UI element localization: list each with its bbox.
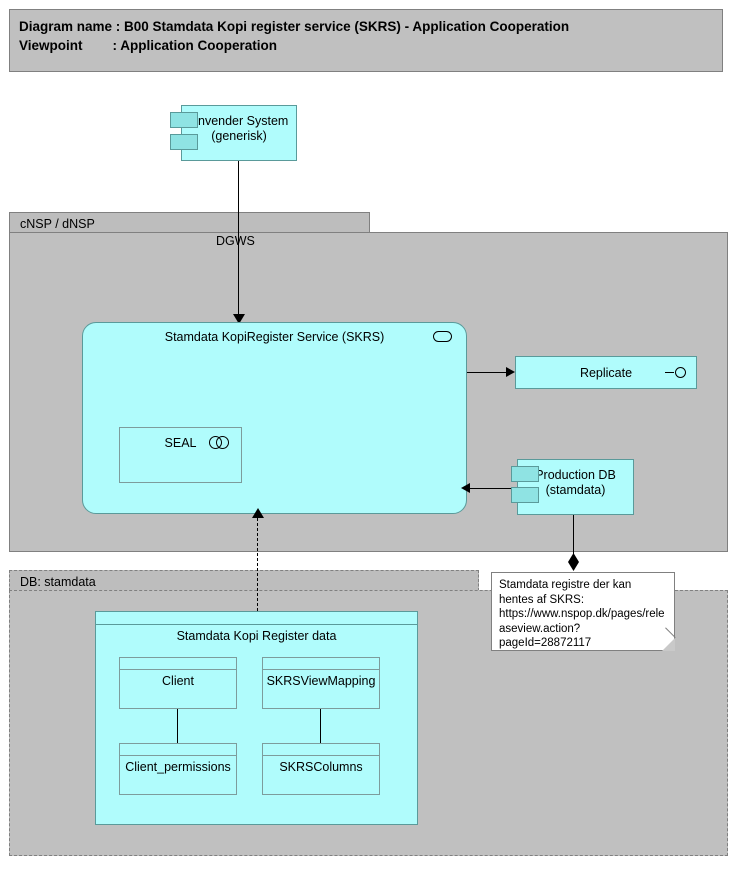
- node-skrs-service-label: Stamdata KopiRegister Service (SKRS): [164, 330, 385, 344]
- note-text: Stamdata registre der kan hentes af SKRS…: [499, 579, 665, 649]
- component-tab-icon: [511, 487, 539, 503]
- node-skrs-columns-label: SKRSColumns: [279, 760, 363, 774]
- node-skrs-view-mapping-label: SKRSViewMapping: [266, 674, 376, 688]
- application-service-icon: [433, 331, 452, 342]
- component-tab-icon: [511, 466, 539, 482]
- connector-dgws-arrowhead: [233, 314, 245, 324]
- diagram-header: Diagram name : B00 Stamdata Kopi registe…: [9, 9, 723, 72]
- entity-strip: [263, 658, 379, 670]
- viewpoint-line: Viewpoint : Application Cooperation: [19, 38, 278, 53]
- node-anvender-system[interactable]: Anvender System (generisk): [181, 105, 297, 161]
- note-stamdata-registre[interactable]: Stamdata registre der kan hentes af SKRS…: [491, 572, 676, 651]
- connector-realization-arrowhead: [252, 508, 264, 518]
- node-anvender-system-label: Anvender System (generisk): [189, 114, 289, 143]
- interface-lollipop-icon: [675, 367, 686, 378]
- node-skr-data[interactable]: Stamdata Kopi Register data Client SKRSV…: [95, 611, 418, 825]
- node-seal-label: SEAL: [164, 436, 197, 450]
- node-replicate[interactable]: Replicate: [515, 356, 697, 389]
- connector-skrs-replicate-line: [467, 372, 510, 373]
- component-tab-icon: [170, 134, 198, 150]
- connector-dgws-line: [238, 161, 239, 316]
- component-tab-icon: [170, 112, 198, 128]
- connector-realization-dashed-line: [257, 518, 258, 611]
- entity-strip: [263, 744, 379, 756]
- group-label-db-stamdata: DB: stamdata: [20, 575, 96, 589]
- node-seal[interactable]: SEAL: [119, 427, 242, 483]
- node-replicate-label: Replicate: [579, 366, 633, 380]
- node-skr-data-label: Stamdata Kopi Register data: [176, 629, 337, 643]
- connector-skrs-columns-line: [320, 709, 321, 754]
- collaboration-icon: [209, 436, 229, 449]
- node-production-db-label: Production DB (stamdata): [535, 468, 616, 497]
- group-label-cnsp: cNSP / dNSP: [20, 217, 95, 231]
- connector-note-line: [573, 515, 574, 565]
- interface-lollipop-stem-icon: [665, 372, 674, 373]
- node-client-permissions-label: Client_permissions: [125, 760, 231, 774]
- connector-proddb-skrs-arrowhead: [461, 483, 470, 493]
- group-tab-db-stamdata: DB: stamdata: [9, 570, 479, 591]
- composition-diamond-icon: [568, 553, 579, 571]
- connector-proddb-skrs-line: [466, 488, 518, 489]
- connector-skrs-replicate-arrowhead: [506, 367, 515, 377]
- node-client-label: Client: [162, 674, 194, 688]
- entity-strip: [120, 658, 236, 670]
- node-client[interactable]: Client: [119, 657, 237, 709]
- group-tab-cnsp: cNSP / dNSP: [9, 212, 370, 233]
- node-skrs-service[interactable]: Stamdata KopiRegister Service (SKRS) SEA…: [82, 322, 467, 514]
- node-skr-data-strip: [96, 612, 417, 625]
- node-client-permissions[interactable]: Client_permissions: [119, 743, 237, 795]
- diagram-name-line: Diagram name : B00 Stamdata Kopi registe…: [19, 19, 570, 34]
- note-fold-corner-icon: [662, 638, 675, 651]
- entity-strip: [120, 744, 236, 756]
- connector-client-permissions-line: [177, 709, 178, 754]
- node-skrs-columns[interactable]: SKRSColumns: [262, 743, 380, 795]
- connector-dgws-label: DGWS: [216, 234, 255, 248]
- node-skrs-view-mapping[interactable]: SKRSViewMapping: [262, 657, 380, 709]
